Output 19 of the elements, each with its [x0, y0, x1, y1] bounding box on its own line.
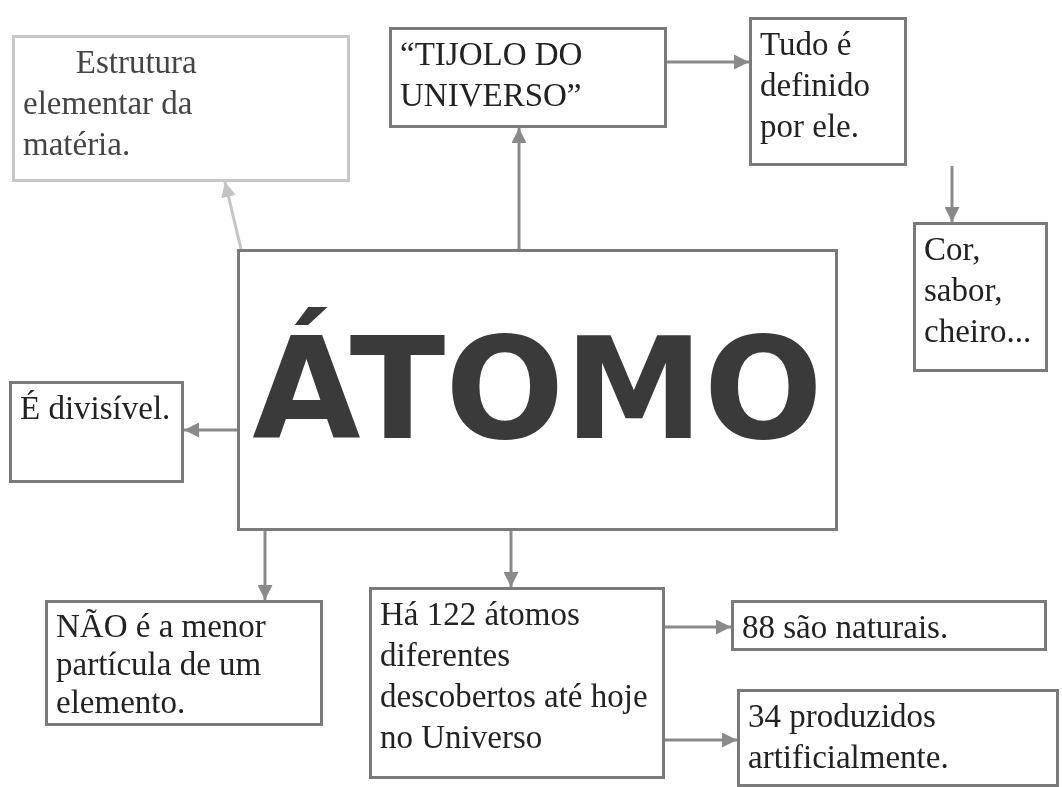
arrow [665, 732, 737, 748]
arrow [944, 166, 960, 222]
arrow [665, 619, 731, 635]
concept-box: Tudo é definido por ele. [749, 17, 907, 166]
concept-box: Há 122 átomos diferentes descobertos até hoje no Universo [369, 587, 665, 779]
arrow [257, 531, 273, 600]
arrow [184, 422, 237, 438]
concept-box: É divisível. [9, 381, 184, 483]
arrow [221, 181, 243, 250]
concept-box: Estrutura elementar da matéria. [12, 35, 350, 182]
arrow [503, 531, 519, 587]
concept-box: NÃO é a menor partícula de um elemento. [45, 600, 323, 726]
arrow [511, 128, 527, 249]
concept-box: 88 são naturais. [731, 600, 1047, 651]
main-concept-box: ÁTOMO [237, 249, 838, 531]
concept-box: “TIJOLO DO UNIVERSO” [389, 27, 667, 128]
concept-box: 34 produzidos artificialmente. [737, 689, 1059, 787]
arrow [667, 54, 749, 70]
concept-box: Cor, sabor, cheiro... [913, 222, 1048, 372]
